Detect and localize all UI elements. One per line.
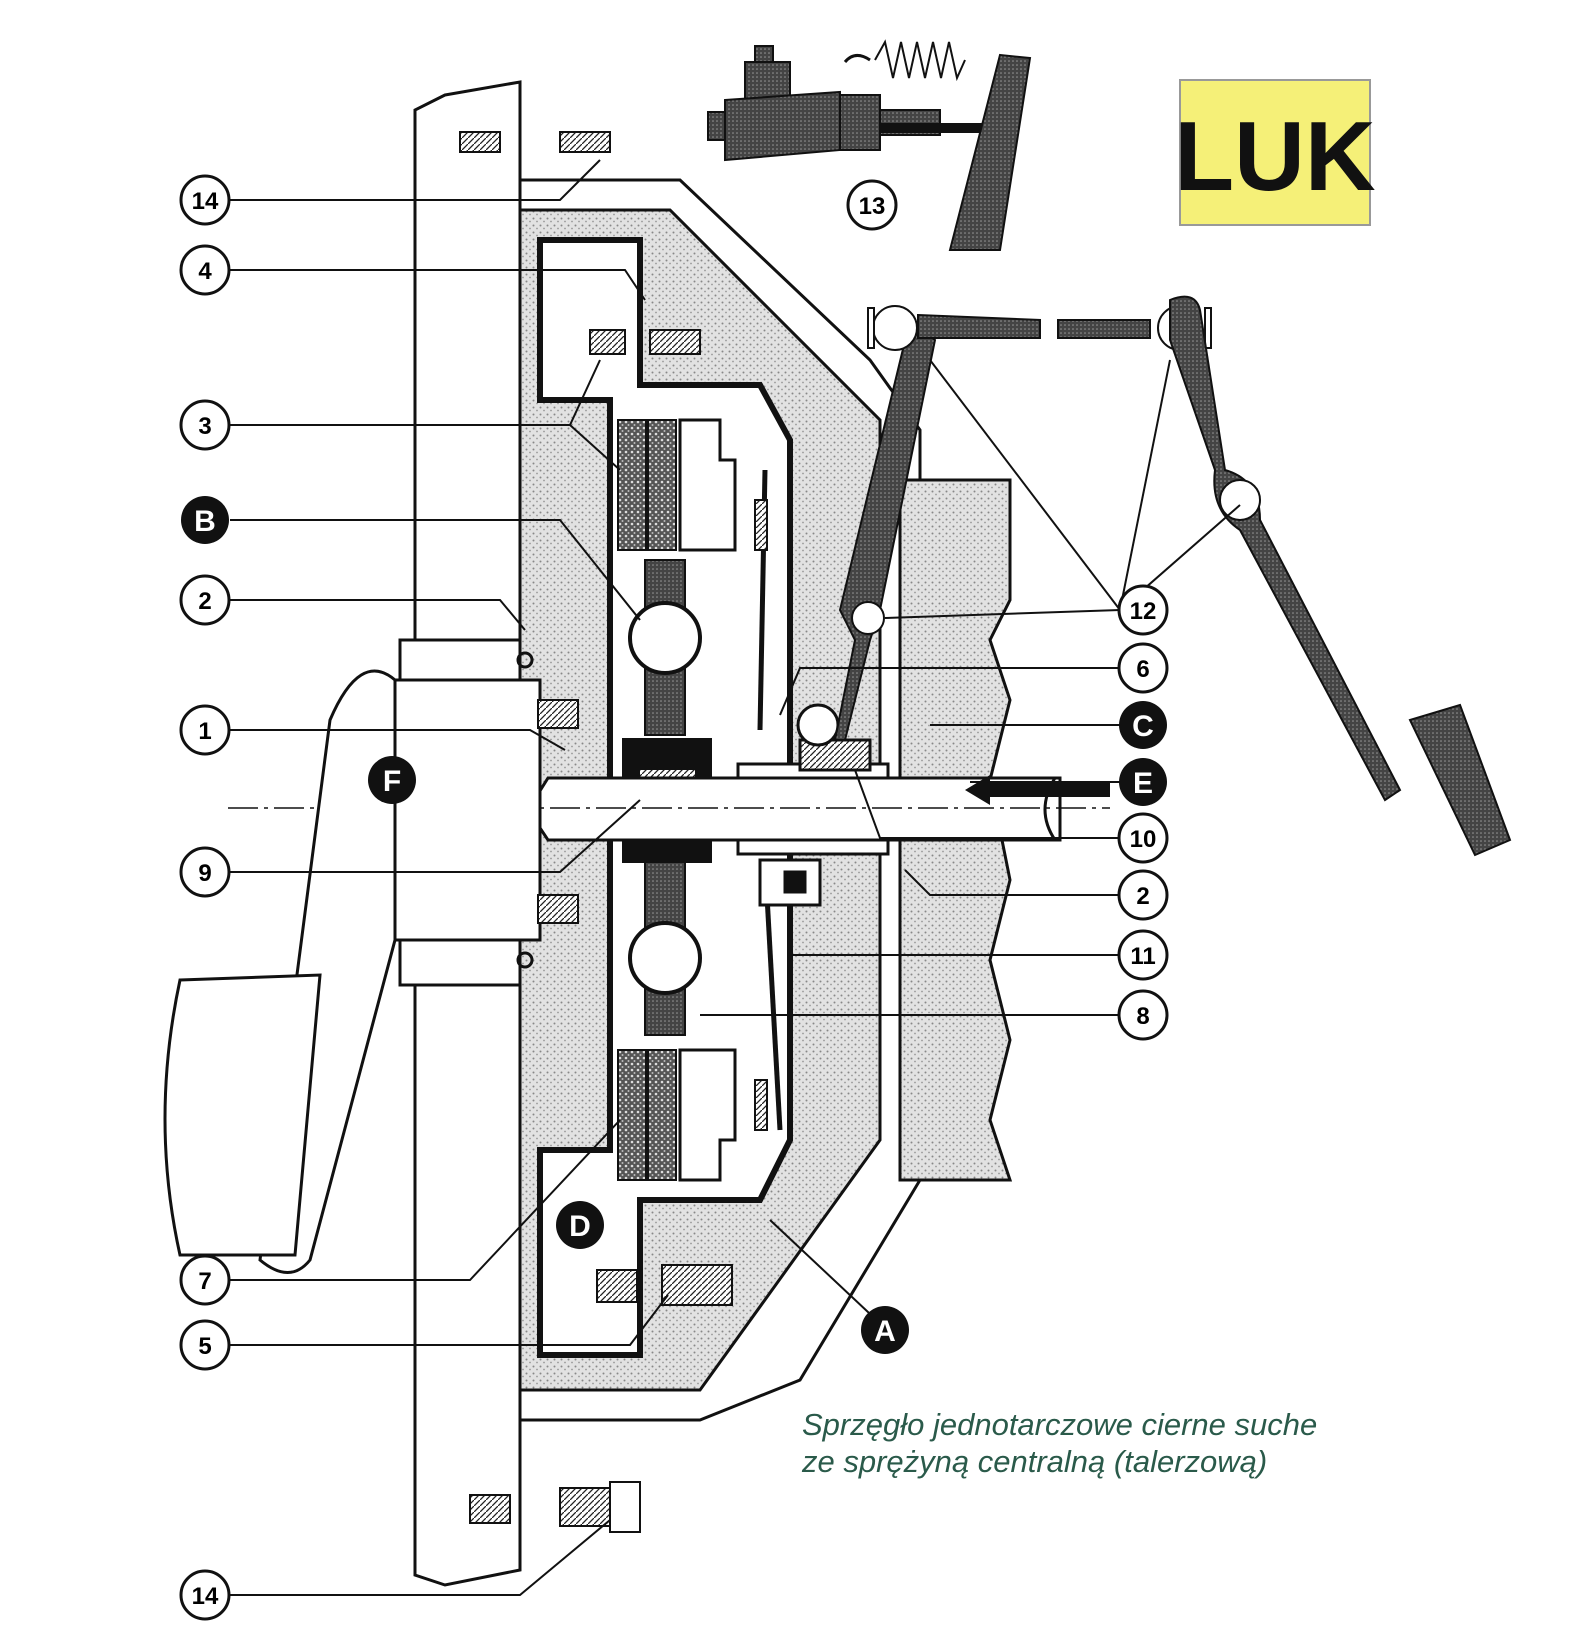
callout-4: 4 xyxy=(179,244,231,296)
callout-6: 6 xyxy=(1117,642,1169,694)
pedal-linkage xyxy=(867,295,1512,857)
callout-label: 8 xyxy=(1136,1003,1149,1030)
shaft-arrow xyxy=(965,775,1110,805)
callout-label: B xyxy=(194,505,216,538)
callout-13: 13 xyxy=(846,179,898,231)
callout-label: 2 xyxy=(198,588,211,615)
leader-lines xyxy=(230,159,1241,1596)
callout-C: C xyxy=(1119,701,1167,749)
pressure-plate xyxy=(678,418,737,1182)
callout-label: 2 xyxy=(1136,883,1149,910)
callout-label: 5 xyxy=(198,1333,211,1360)
callout-5: 5 xyxy=(179,1319,231,1371)
callout-1: 1 xyxy=(179,704,231,756)
callout-label: 14 xyxy=(192,1583,219,1610)
caption-line-1: Sprzęgło jednotarczowe cierne suche xyxy=(802,1407,1318,1442)
callout-2-bottom: 2 xyxy=(1117,869,1169,921)
callout-F: F xyxy=(368,756,416,804)
diaphragm-spring xyxy=(754,469,783,1131)
housing-bolts xyxy=(459,131,733,1533)
callout-A: A xyxy=(861,1306,909,1354)
friction-linings xyxy=(617,419,677,1181)
callout-label: 9 xyxy=(198,860,211,887)
callout-label: 11 xyxy=(1130,943,1155,970)
callout-D: D xyxy=(556,1201,604,1249)
diagram-caption: Sprzęgło jednotarczowe cierne suche ze s… xyxy=(802,1406,1317,1480)
master-cylinder xyxy=(707,39,1032,251)
callout-label: 13 xyxy=(859,193,886,220)
callout-E: E xyxy=(1119,758,1167,806)
callout-B: B xyxy=(181,496,229,544)
luk-logo: LUK xyxy=(1174,79,1376,226)
callout-14-top: 14 xyxy=(179,174,231,226)
callout-label: 1 xyxy=(198,718,211,745)
callout-label: 4 xyxy=(198,258,212,285)
crankshaft-flywheel xyxy=(163,638,542,1274)
callout-label: C xyxy=(1132,710,1154,743)
release-fork xyxy=(833,318,937,741)
callout-2-top: 2 xyxy=(179,574,231,626)
callout-label: 10 xyxy=(1130,826,1157,853)
callout-10: 10 xyxy=(1117,812,1169,864)
callout-label: D xyxy=(569,1210,591,1243)
callout-12: 12 xyxy=(1117,584,1169,636)
callout-label: 3 xyxy=(198,413,211,440)
callout-11: 11 xyxy=(1117,929,1169,981)
callout-label: 12 xyxy=(1130,598,1157,625)
callout-label: A xyxy=(874,1315,896,1348)
callout-label: E xyxy=(1133,767,1153,800)
callout-3: 3 xyxy=(179,399,231,451)
logo-text: LUK xyxy=(1174,101,1375,211)
callout-label: 7 xyxy=(198,1268,211,1295)
caption-line-2: ze sprężyną centralną (talerzową) xyxy=(802,1444,1268,1479)
callout-14-bottom: 14 xyxy=(179,1569,231,1621)
callout-7: 7 xyxy=(179,1254,231,1306)
callout-label: 14 xyxy=(192,188,219,215)
callout-8: 8 xyxy=(1117,989,1169,1041)
input-shaft xyxy=(526,762,1062,856)
callout-label: 6 xyxy=(1136,656,1149,683)
callout-9: 9 xyxy=(179,846,231,898)
callout-label: F xyxy=(383,765,401,798)
